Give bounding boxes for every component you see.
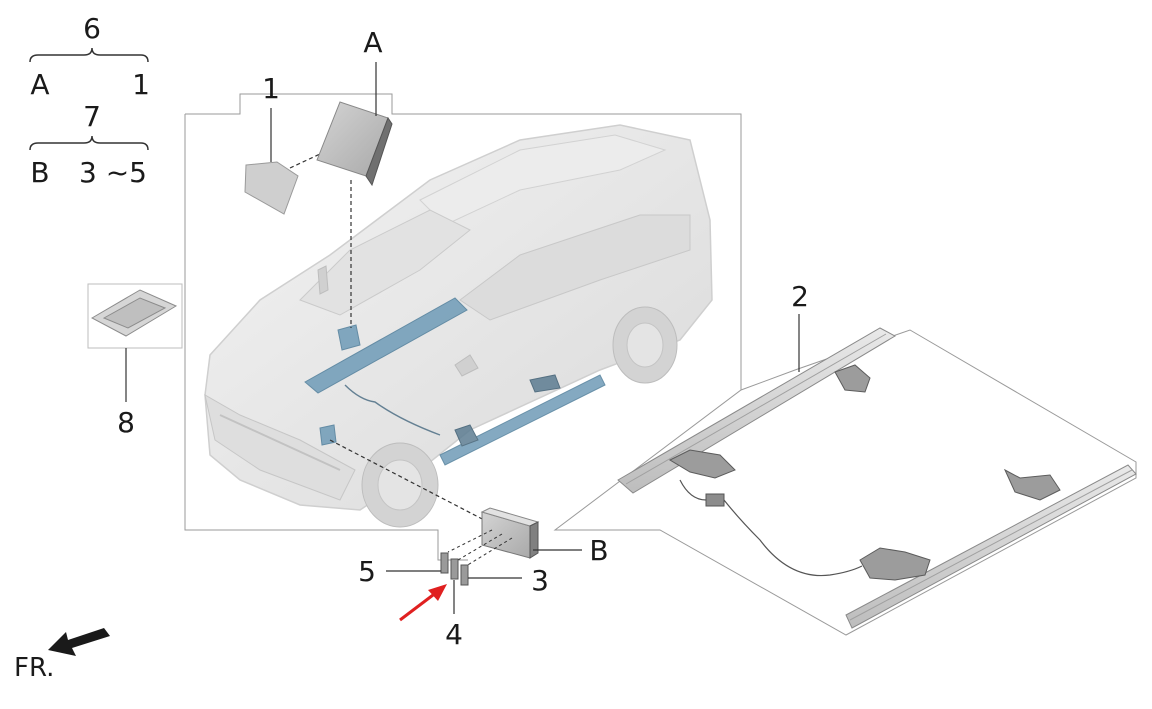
- relay-4[interactable]: [450, 558, 459, 580]
- control-module-a-installed: [337, 324, 361, 351]
- callout-4: 4: [445, 618, 463, 651]
- red-pointer-shaft: [399, 590, 438, 622]
- relay-5[interactable]: [440, 552, 449, 574]
- callout-1: 1: [262, 72, 280, 105]
- red-pointer-head: [428, 584, 447, 601]
- relay-3[interactable]: [460, 564, 469, 586]
- legend-7-total: 7: [83, 100, 101, 133]
- callout-5: 5: [358, 555, 376, 588]
- legend-6-brace: [29, 47, 149, 63]
- harness-wire: [344, 384, 441, 436]
- part-b-side: [529, 521, 539, 559]
- board-bracket-2: [834, 364, 871, 393]
- relay-guide-1: [447, 529, 493, 553]
- running-board-right: [845, 464, 1137, 629]
- relay-4-body: [450, 558, 459, 580]
- legend-group-7: 7 B 3 ~5: [29, 100, 149, 189]
- part-8-frame: [87, 283, 183, 349]
- callout-8: 8: [117, 406, 135, 439]
- step-motor-rear: [529, 374, 561, 393]
- board-bracket-1: [668, 449, 736, 479]
- car-windshield: [299, 209, 471, 316]
- part-b-relay-box[interactable]: [480, 507, 540, 559]
- leader-b-to-car: [329, 439, 489, 523]
- highlighted-components: [304, 297, 606, 466]
- relay-guide-2: [457, 533, 503, 561]
- running-board-left-groove: [625, 333, 887, 485]
- vehicle-illustration: [204, 124, 713, 528]
- board-bracket-4: [1003, 468, 1061, 501]
- car-mirror-far: [317, 265, 329, 295]
- legend-6-total: 6: [83, 12, 101, 45]
- part-a-side: [365, 116, 393, 187]
- legend-7-left: B: [30, 156, 49, 189]
- part-a-control-unit[interactable]: [316, 101, 393, 187]
- car-body: [204, 124, 713, 511]
- part-1-module-cover[interactable]: [244, 161, 299, 215]
- step-motor-front: [454, 424, 479, 447]
- car-front-fascia: [204, 394, 356, 501]
- board-motor-3: [859, 547, 931, 581]
- car-headlight-strip: [219, 414, 341, 471]
- direction-label: FR.: [14, 653, 54, 683]
- part-8-tray[interactable]: [90, 289, 178, 337]
- callout-3: 3: [531, 564, 549, 597]
- part-1-plate: [244, 161, 299, 215]
- callout-2: 2: [791, 280, 809, 313]
- relay-5-body: [440, 552, 449, 574]
- control-module-b-installed: [319, 424, 337, 446]
- red-pointer-arrow-icon: [399, 584, 447, 622]
- front-wheel-rim: [377, 459, 423, 511]
- front-arrow-icon: [48, 628, 110, 656]
- running-board-right-groove: [849, 469, 1133, 621]
- front-arrow-shape: [48, 628, 110, 656]
- relay-guide-3: [465, 537, 513, 567]
- car-roof: [419, 134, 667, 226]
- part-2-running-boards[interactable]: [617, 327, 1137, 629]
- board-harness: [679, 479, 863, 577]
- legend-7-brace: [29, 135, 149, 151]
- callout-a: A: [363, 26, 382, 59]
- relay-3-body: [460, 564, 469, 586]
- dash-crossbar: [304, 297, 468, 394]
- legend-7-right: 3 ~5: [79, 156, 147, 189]
- callout-b: B: [589, 534, 608, 567]
- car-mirror: [454, 354, 479, 377]
- car-side-windows: [459, 214, 691, 321]
- side-step-mount: [439, 374, 606, 466]
- rear-wheel-rim: [626, 322, 664, 368]
- legend-6-right: 1: [132, 68, 150, 101]
- legend-6-left: A: [30, 68, 49, 101]
- board-connector: [705, 493, 725, 507]
- car-frame-top: [185, 93, 742, 390]
- part-8-tray-inner: [102, 297, 167, 329]
- legend-group-6: 6 A 1: [29, 12, 150, 101]
